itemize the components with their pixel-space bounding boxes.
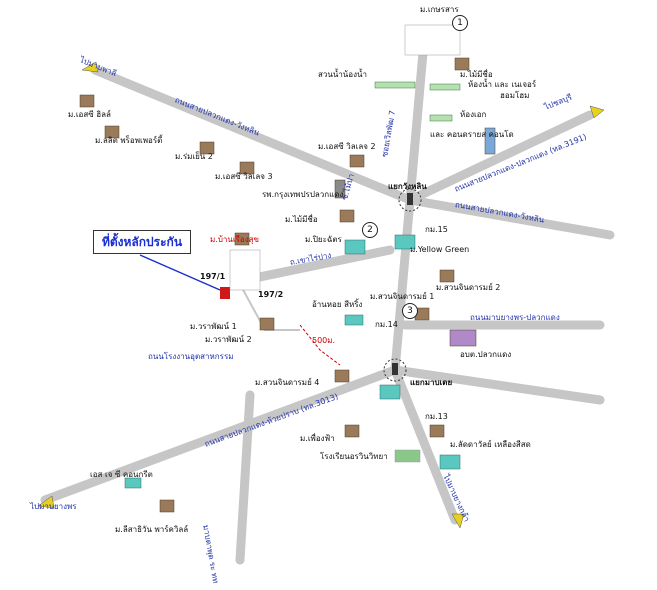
label-km14: กม.14	[375, 320, 398, 329]
arrow-s-icon	[451, 513, 465, 529]
road-southwest	[40, 365, 400, 505]
label-distance: 500ม.	[312, 336, 336, 345]
road-label-mab-yang: ถนนมาบยางพร-ปลวกแดง	[470, 313, 560, 322]
label-km13: กม.13	[425, 412, 448, 421]
label-home-design: ฮอมโฮม	[500, 91, 530, 100]
arrow-nw-icon	[81, 61, 99, 73]
pins	[139, 254, 341, 366]
label-m-lalit: ม.ลลิต พร็อพเพอร์ตี้	[95, 136, 163, 145]
label-condo: และ คอนดรายส คอนโด	[430, 130, 514, 139]
road-northwest	[90, 65, 415, 205]
label-yellow-green: ม.Yellow Green	[410, 245, 470, 254]
label-m-lisithin: ม.ลีสาธิวัน พาร์ควิลล์	[115, 525, 189, 534]
tree-rows	[374, 81, 461, 122]
collateral-callout: ที่ตั้งหลักประกัน	[93, 230, 191, 254]
label-m-suan1: ม.สวนจินดารมย์ 1	[370, 292, 435, 301]
road-north	[405, 25, 430, 205]
junctions	[383, 188, 422, 382]
label-junction-wanglin: แยกวังหลิน	[388, 182, 427, 191]
label-m-essi-villa3: ม.เอสซี วิลเลจ 3	[215, 172, 273, 181]
label-m-kasemsan: ม.เกษรสาร	[420, 5, 459, 14]
arrow-sw-icon	[37, 495, 55, 509]
label-197-2: 197/2	[258, 290, 284, 299]
marker-2: 2	[362, 222, 378, 238]
label-junction-mabtei: แยกมาบเตย	[410, 378, 453, 387]
label-m-piyachat: ม.ปิยะฉัตร	[305, 235, 342, 244]
label-food-vendor: อ้านหอย สีหริ้ง	[312, 300, 363, 309]
label-m-mai-mue2: ม.ไม้มีชื่อ	[285, 215, 318, 224]
label-suan-nam: สวนน้ำน้องน้ำ	[318, 70, 367, 79]
road-southeast	[390, 365, 605, 405]
label-school: โรงเรียนอรวินวิทยา	[320, 452, 388, 461]
label-essi-center: เอส เจ ซี คอนกรีต	[90, 470, 153, 479]
label-m-banrueang: ม.บ้านเรืองสุข	[210, 235, 259, 244]
marker-3: 3	[402, 303, 418, 319]
label-tong-aek: ห้องเอก	[460, 110, 487, 119]
road-east	[405, 195, 615, 240]
road-south-branch	[235, 390, 255, 565]
label-district-office: อบต.ปลวกแดง	[460, 350, 512, 359]
grid-blocks	[229, 24, 461, 463]
label-m-warapat1: ม.วราพัฒน์ 1	[190, 322, 237, 331]
condo-icons	[124, 234, 461, 489]
road-central	[390, 195, 415, 375]
road-network	[40, 25, 615, 565]
label-m-essi-villa2: ม.เอสซี วิลเลจ 2	[318, 142, 376, 151]
arrow-ne-icon	[589, 105, 605, 119]
road-northeast	[405, 110, 595, 205]
label-m-romyen: ม.ร่มเย็น 2	[175, 152, 213, 161]
house-icons	[79, 57, 496, 513]
marker-1: 1	[452, 15, 468, 31]
label-m-ladawan: ม.ลัดดาวัลย์ เหลืองสีสด	[450, 440, 531, 449]
label-m-pueangfa: ม.เพื่องฟ้า	[300, 434, 335, 443]
label-km15: กม.15	[425, 225, 448, 234]
label-m-suan2: ม.สวนจินดารมย์ 2	[436, 283, 501, 292]
label-hospital: รพ.กรุงเทพปรปลวกแดง	[262, 190, 344, 199]
label-197-1: 197/1	[200, 272, 226, 281]
label-m-warapat2: ม.วราพัฒน์ 2	[205, 335, 252, 344]
direction-arrows	[37, 61, 605, 529]
label-kanchana: ห้องน้ำ และ เนเจอร์	[468, 80, 537, 89]
road-south	[390, 365, 460, 525]
road-west-branch	[240, 245, 395, 285]
road-label-to-ban-khai: ไปมาบยางพร	[30, 502, 77, 511]
road-label-nikhom: ถนนโรงงานอุตสาหกรรม	[148, 352, 234, 361]
label-m-mai-mue: ม.ไม้มีชื่อ	[460, 70, 493, 79]
label-m-essi-hills: ม.เอสซี ฮิลล์	[68, 110, 111, 119]
label-m-suan4: ม.สวนจินดารมย์ 4	[255, 378, 320, 387]
